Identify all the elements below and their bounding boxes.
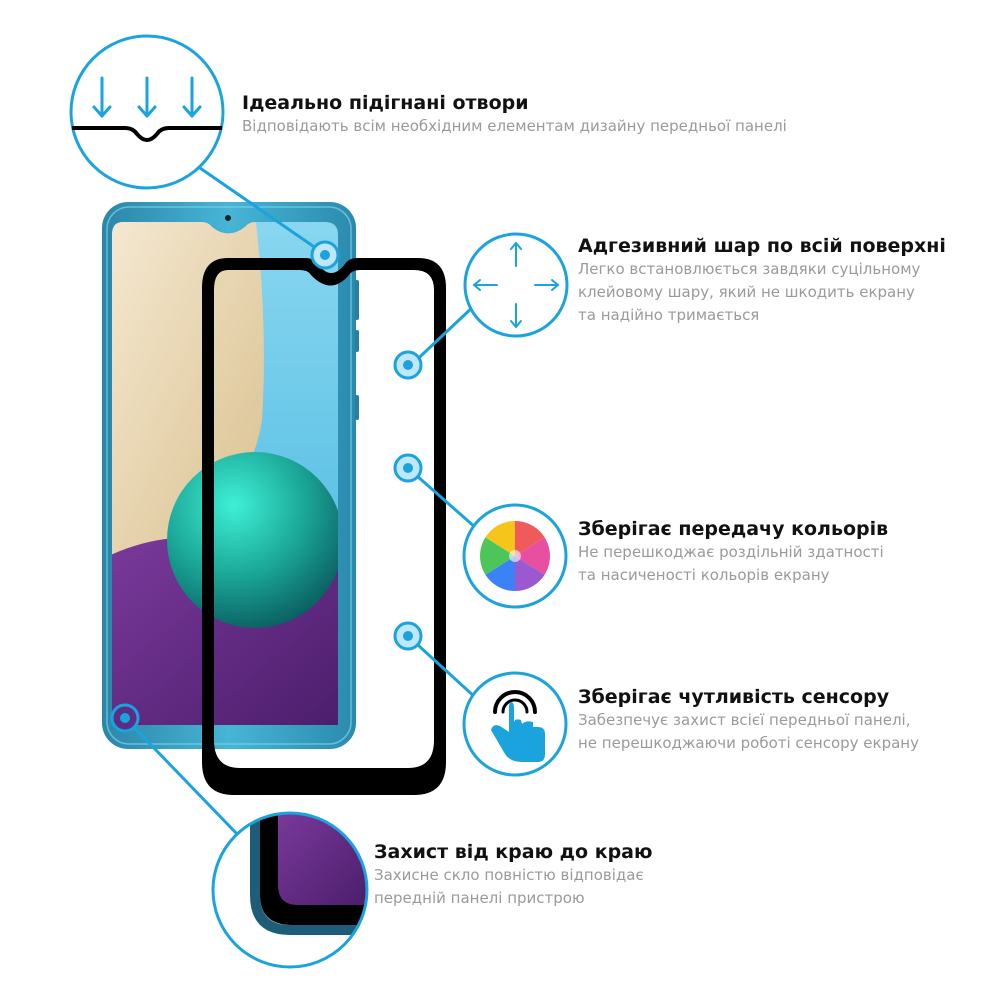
feature-description-line: та надійно тримається bbox=[578, 306, 760, 324]
phone-screen bbox=[112, 222, 338, 725]
notch-arrows-icon bbox=[69, 34, 225, 190]
feature-color-transfer: Зберігає передачу кольорів Не перешкоджа… bbox=[578, 517, 888, 587]
feature-title: Захист від краю до краю bbox=[374, 841, 653, 863]
phone bbox=[102, 202, 359, 749]
feature-description-line: Захисне скло повністю відповідає bbox=[374, 866, 644, 884]
color-wheel-icon bbox=[462, 503, 568, 609]
feature-description: Забезпечує захист всієї передньої панелі… bbox=[578, 709, 919, 755]
feature-adhesive-layer: Адгезивний шар по всій поверхні Легко вс… bbox=[578, 234, 946, 327]
marker-notch bbox=[310, 240, 340, 270]
four-arrows-icon bbox=[463, 232, 569, 338]
volume-button bbox=[355, 280, 359, 320]
touch-finger-icon bbox=[462, 671, 568, 777]
feature-edge-to-edge: Захист від краю до краю Захисне скло пов… bbox=[374, 840, 652, 910]
feature-description-line: Легко встановлюється завдяки суцільному bbox=[578, 260, 921, 278]
feature-title: Зберігає передачу кольорів bbox=[578, 518, 889, 540]
wallpaper-sphere bbox=[167, 452, 338, 628]
feature-description-line: та насиченості кольорів екрану bbox=[578, 566, 830, 584]
feature-touch-sensitivity: Зберігає чутливість сенсору Забезпечує з… bbox=[578, 685, 919, 755]
marker-touch bbox=[393, 621, 423, 651]
feature-description: Відповідають всім необхідним елементам д… bbox=[242, 115, 787, 138]
marker-edge bbox=[110, 703, 140, 733]
feature-description-line: Відповідають всім необхідним елементам д… bbox=[242, 117, 787, 135]
feature-description: Не перешкоджає роздільній здатності та н… bbox=[578, 541, 888, 587]
marker-adhesive bbox=[393, 350, 423, 380]
feature-title: Ідеально підігнані отвори bbox=[242, 92, 529, 114]
feature-perfect-cutouts: Ідеально підігнані отвори Відповідають в… bbox=[242, 91, 787, 138]
feature-description-line: Не перешкоджає роздільній здатності bbox=[578, 543, 884, 561]
feature-title: Зберігає чутливість сенсору bbox=[578, 686, 890, 708]
feature-description: Легко встановлюється завдяки суцільному … bbox=[578, 258, 946, 327]
front-camera bbox=[225, 215, 231, 221]
feature-description-line: Забезпечує захист всієї передньої панелі… bbox=[578, 711, 911, 729]
side-button bbox=[355, 395, 359, 420]
feature-description-line: клейовому шару, який не шкодить екрану bbox=[578, 283, 915, 301]
feature-description: Захисне скло повністю відповідає передні… bbox=[374, 864, 652, 910]
feature-title: Адгезивний шар по всій поверхні bbox=[578, 235, 946, 257]
power-button bbox=[355, 330, 359, 352]
feature-description-line: передній панелі пристрою bbox=[374, 889, 585, 907]
edge-zoom-icon bbox=[211, 811, 369, 969]
marker-colors bbox=[393, 453, 423, 483]
feature-description-line: не перешкоджаючи роботі сенсору екрану bbox=[578, 734, 919, 752]
